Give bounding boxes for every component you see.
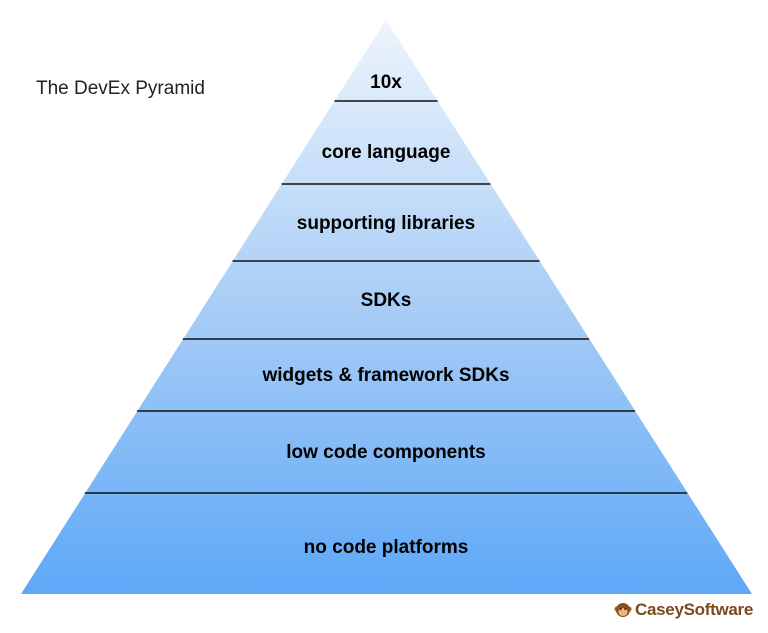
tier-label: no code platforms xyxy=(303,537,469,558)
tier-label: SDKs xyxy=(360,290,412,311)
brand-software: Software xyxy=(683,600,754,619)
monkey-face-icon xyxy=(614,603,632,617)
tier-dividers xyxy=(84,100,688,494)
tier-label: core language xyxy=(321,142,451,163)
brand-casey: Casey xyxy=(635,600,684,619)
tier-label: widgets & framework SDKs xyxy=(262,365,510,386)
pyramid-title: The DevEx Pyramid xyxy=(36,78,205,99)
pyramid-shape xyxy=(21,20,752,594)
tier-label: supporting libraries xyxy=(296,213,476,234)
tier-label: low code components xyxy=(286,442,486,463)
tier-label: 10x xyxy=(370,72,402,93)
